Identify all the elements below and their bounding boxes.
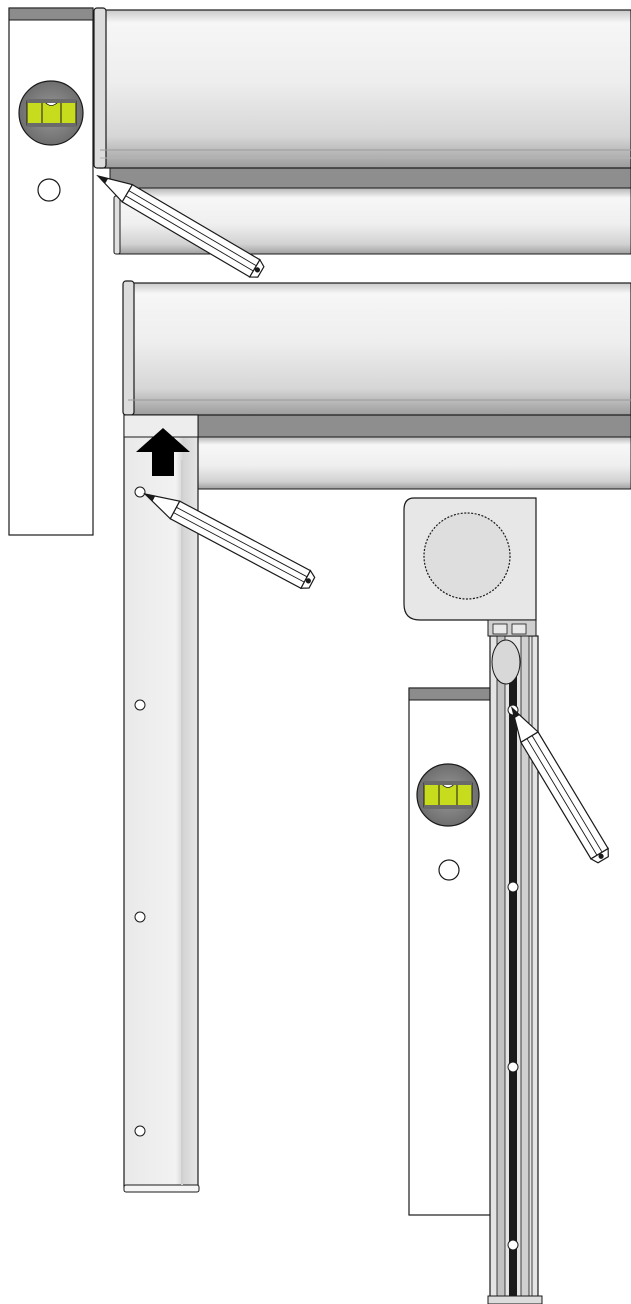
guide-slider — [491, 639, 521, 685]
side-rail — [123, 414, 200, 1193]
up-arrow-icon — [136, 428, 190, 476]
channel-hole — [507, 1239, 519, 1251]
step-1-group — [8, 7, 631, 536]
roller-tube — [93, 7, 631, 169]
spirit-level — [8, 7, 94, 536]
rail-hole — [134, 911, 146, 923]
rail-hole — [134, 699, 146, 711]
channel-hole — [507, 881, 519, 893]
step-3-group — [403, 497, 609, 1304]
pencil-3 — [510, 706, 609, 864]
small-roller-tube-2 — [197, 414, 631, 490]
pencil-2 — [143, 493, 316, 590]
channel-hole — [507, 1061, 519, 1073]
spirit-level-3 — [408, 687, 492, 1216]
end-cap-box — [403, 497, 537, 637]
roller-tube-2 — [122, 280, 631, 416]
rail-hole — [134, 486, 146, 498]
adjust-knob — [423, 512, 511, 600]
pencil — [96, 174, 265, 278]
step-2-group — [122, 280, 631, 1193]
rail-hole — [134, 1125, 146, 1137]
